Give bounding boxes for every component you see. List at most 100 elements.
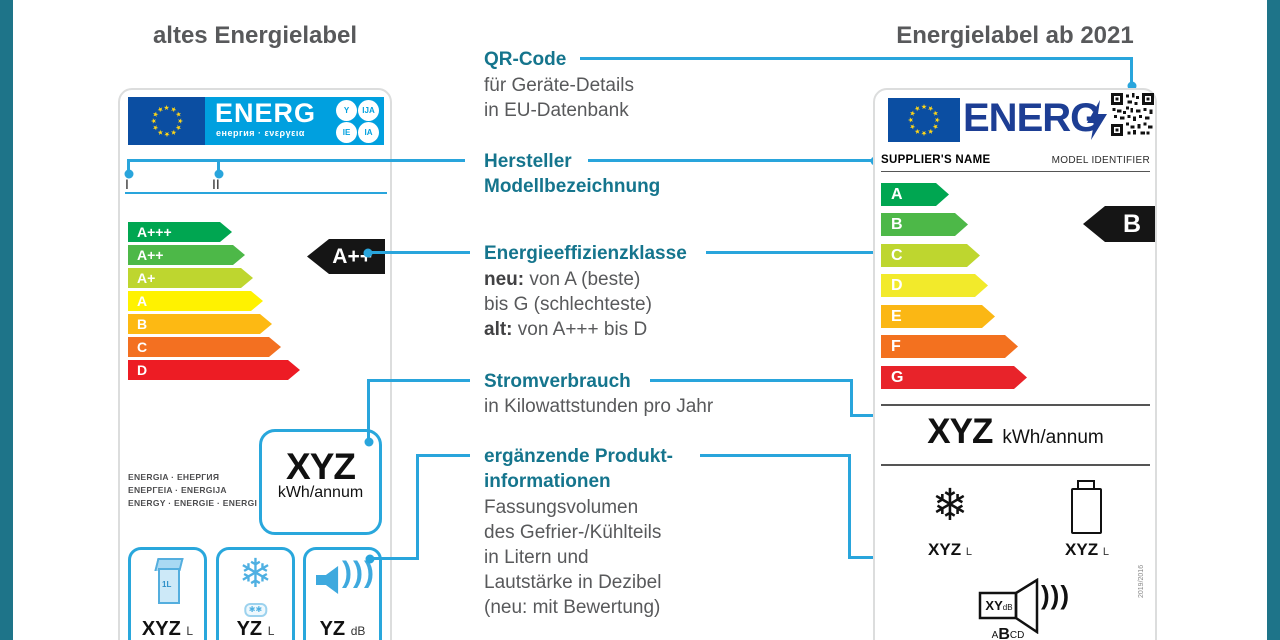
left-edge-band xyxy=(0,0,13,640)
annotation-efficiency-line2: bis G (schlechteste) xyxy=(484,294,652,315)
new-fridge-volume: XYZ L xyxy=(1047,540,1127,560)
scale-mid: B xyxy=(998,626,1010,640)
new-energy-label xyxy=(873,88,1157,640)
supplier-name: SUPPLIER'S NAME xyxy=(881,154,991,166)
value: YZ xyxy=(319,618,346,640)
language-lines: ENERGIA · ЕНЕРГИЯ ENEPΓEIA · ENERGIJA EN… xyxy=(128,471,257,510)
old-label-title: altes Energielabel xyxy=(152,22,358,49)
old-consumption-unit: kWh/annum xyxy=(277,484,364,501)
carton-volume-mark: 1L xyxy=(162,580,172,589)
bottle-body xyxy=(1071,488,1102,534)
old-class-grade: D xyxy=(137,362,148,378)
connector-consumption-left-dot xyxy=(364,437,373,447)
new-consumption-unit: kWh/annum xyxy=(1002,427,1104,448)
supplier-underline xyxy=(125,192,387,194)
new-class-bar-3: C xyxy=(881,244,980,267)
value: XYZ xyxy=(1065,540,1099,559)
new-class-bar-7: G xyxy=(881,366,1027,389)
new-consumption-value: XYZ xyxy=(927,412,993,451)
new-class-grade: G xyxy=(891,368,904,386)
regulation-number: 2019/2016 xyxy=(1138,564,1145,598)
old-class-bar-7: D xyxy=(128,360,300,380)
speaker-icon xyxy=(316,566,339,594)
new-class-bar-6: F xyxy=(881,335,1018,358)
badge-ia: IA xyxy=(358,122,379,143)
connector-manufacturer-right xyxy=(588,159,873,162)
connector-consumption-right xyxy=(650,379,853,382)
connector-product-left-v xyxy=(416,454,419,560)
new-class-bar-4: D xyxy=(881,274,988,297)
connector-product-right-v xyxy=(848,454,851,559)
badge-ie: IE xyxy=(336,122,357,143)
connector-product-right xyxy=(700,454,851,457)
old-label-header: ENERG енергия · ενεργεια Y IJA IE IA xyxy=(205,97,384,145)
annotation-product-line2: des Gefrier-/Kühlteils xyxy=(484,522,662,543)
freezer-stars-badge: ✱✱ xyxy=(243,603,268,617)
snowflake-icon: ❄ xyxy=(931,480,969,531)
old-freezer-volume-value: YZ L xyxy=(219,618,292,640)
value: XYZ xyxy=(141,618,181,640)
snowflake-icon: ❄ xyxy=(238,551,273,597)
connector-bracket-dot1 xyxy=(124,169,133,179)
bold-lead: neu: xyxy=(484,269,525,290)
old-class-grade: C xyxy=(137,339,148,355)
new-class-grade: B xyxy=(891,215,903,233)
annotation-consumption-title: Stromverbrauch xyxy=(484,371,631,392)
annotation-efficiency-line1: neu: von A (beste) xyxy=(484,267,640,292)
old-noise-value: YZ dB xyxy=(306,618,379,640)
old-consumption-box: XYZ kWh/annum xyxy=(259,429,382,535)
new-consumption-row: XYZ kWh/annum xyxy=(881,412,1150,452)
old-class-bar-6: C xyxy=(128,337,281,357)
connector-consumption-left xyxy=(368,379,470,382)
old-class-bar-4: A xyxy=(128,291,263,311)
unit: L xyxy=(186,624,194,638)
field-mark-1: I xyxy=(125,176,129,192)
connector-consumption-left-v xyxy=(367,379,370,441)
noise-unit: dB xyxy=(1002,603,1013,612)
fridge-bottle-icon xyxy=(1068,480,1106,536)
connector-product-left-h2 xyxy=(371,557,419,560)
connector-product-right-h2 xyxy=(848,556,895,559)
connector-qr-dot xyxy=(1127,81,1137,91)
supplier-separator xyxy=(881,171,1150,172)
old-rating-value: A++ xyxy=(332,244,372,268)
connector-efficiency-left xyxy=(371,251,470,254)
new-rating-value: B xyxy=(1122,209,1141,238)
carton-body xyxy=(158,568,180,604)
new-label-title: Energielabel ab 2021 xyxy=(896,22,1134,49)
noise-value-box: XYdB xyxy=(983,597,1015,615)
right-edge-band xyxy=(1267,0,1280,640)
annotation-product-line5: (neu: mit Bewertung) xyxy=(484,597,661,618)
model-identifier: MODEL IDENTIFIER xyxy=(1051,155,1150,166)
old-class-bar-1: A+++ xyxy=(128,222,232,242)
old-class-grade: B xyxy=(137,316,148,332)
brand: ENERG xyxy=(963,96,1101,140)
sound-waves-icon: ))) xyxy=(1041,580,1070,610)
new-brand-text: ENERG xyxy=(963,96,1101,140)
lightning-bolt-icon xyxy=(1087,100,1107,140)
language-line: ENEPΓEIA · ENERGIJA xyxy=(128,485,227,495)
badge-ija: IJA xyxy=(358,100,379,121)
old-class-grade: A xyxy=(137,293,148,309)
annotation-manufacturer-title1: Hersteller xyxy=(484,151,572,172)
new-class-bar-1: A xyxy=(881,183,949,206)
old-class-grade: A+++ xyxy=(137,224,172,240)
noise-value: XY xyxy=(985,598,1003,613)
annotation-product-line1: Fassungsvolumen xyxy=(484,497,639,518)
old-class-bar-3: A+ xyxy=(128,268,253,288)
connector-consumption-right-v xyxy=(850,379,853,417)
annotation-product-line4: Lautstärke in Dezibel xyxy=(484,572,662,593)
text: von A+++ bis D xyxy=(512,319,648,340)
unit: dB xyxy=(350,624,366,638)
eu-flag-icon: ★★★★★★★★★★★★ xyxy=(128,97,205,145)
milk-carton-icon: 1L xyxy=(153,558,185,606)
connector-bracket-v1 xyxy=(127,159,130,172)
scale-pre: A xyxy=(991,630,999,640)
annotation-product-line3: in Litern und xyxy=(484,547,589,568)
annotation-efficiency-line3: alt: von A+++ bis D xyxy=(484,317,647,342)
text: von A (beste) xyxy=(524,269,641,290)
scale-post: CD xyxy=(1009,630,1025,640)
connector-qr-v xyxy=(1130,57,1133,85)
connector-manufacturer-left xyxy=(128,159,465,162)
annotation-product-title2: informationen xyxy=(484,471,611,492)
